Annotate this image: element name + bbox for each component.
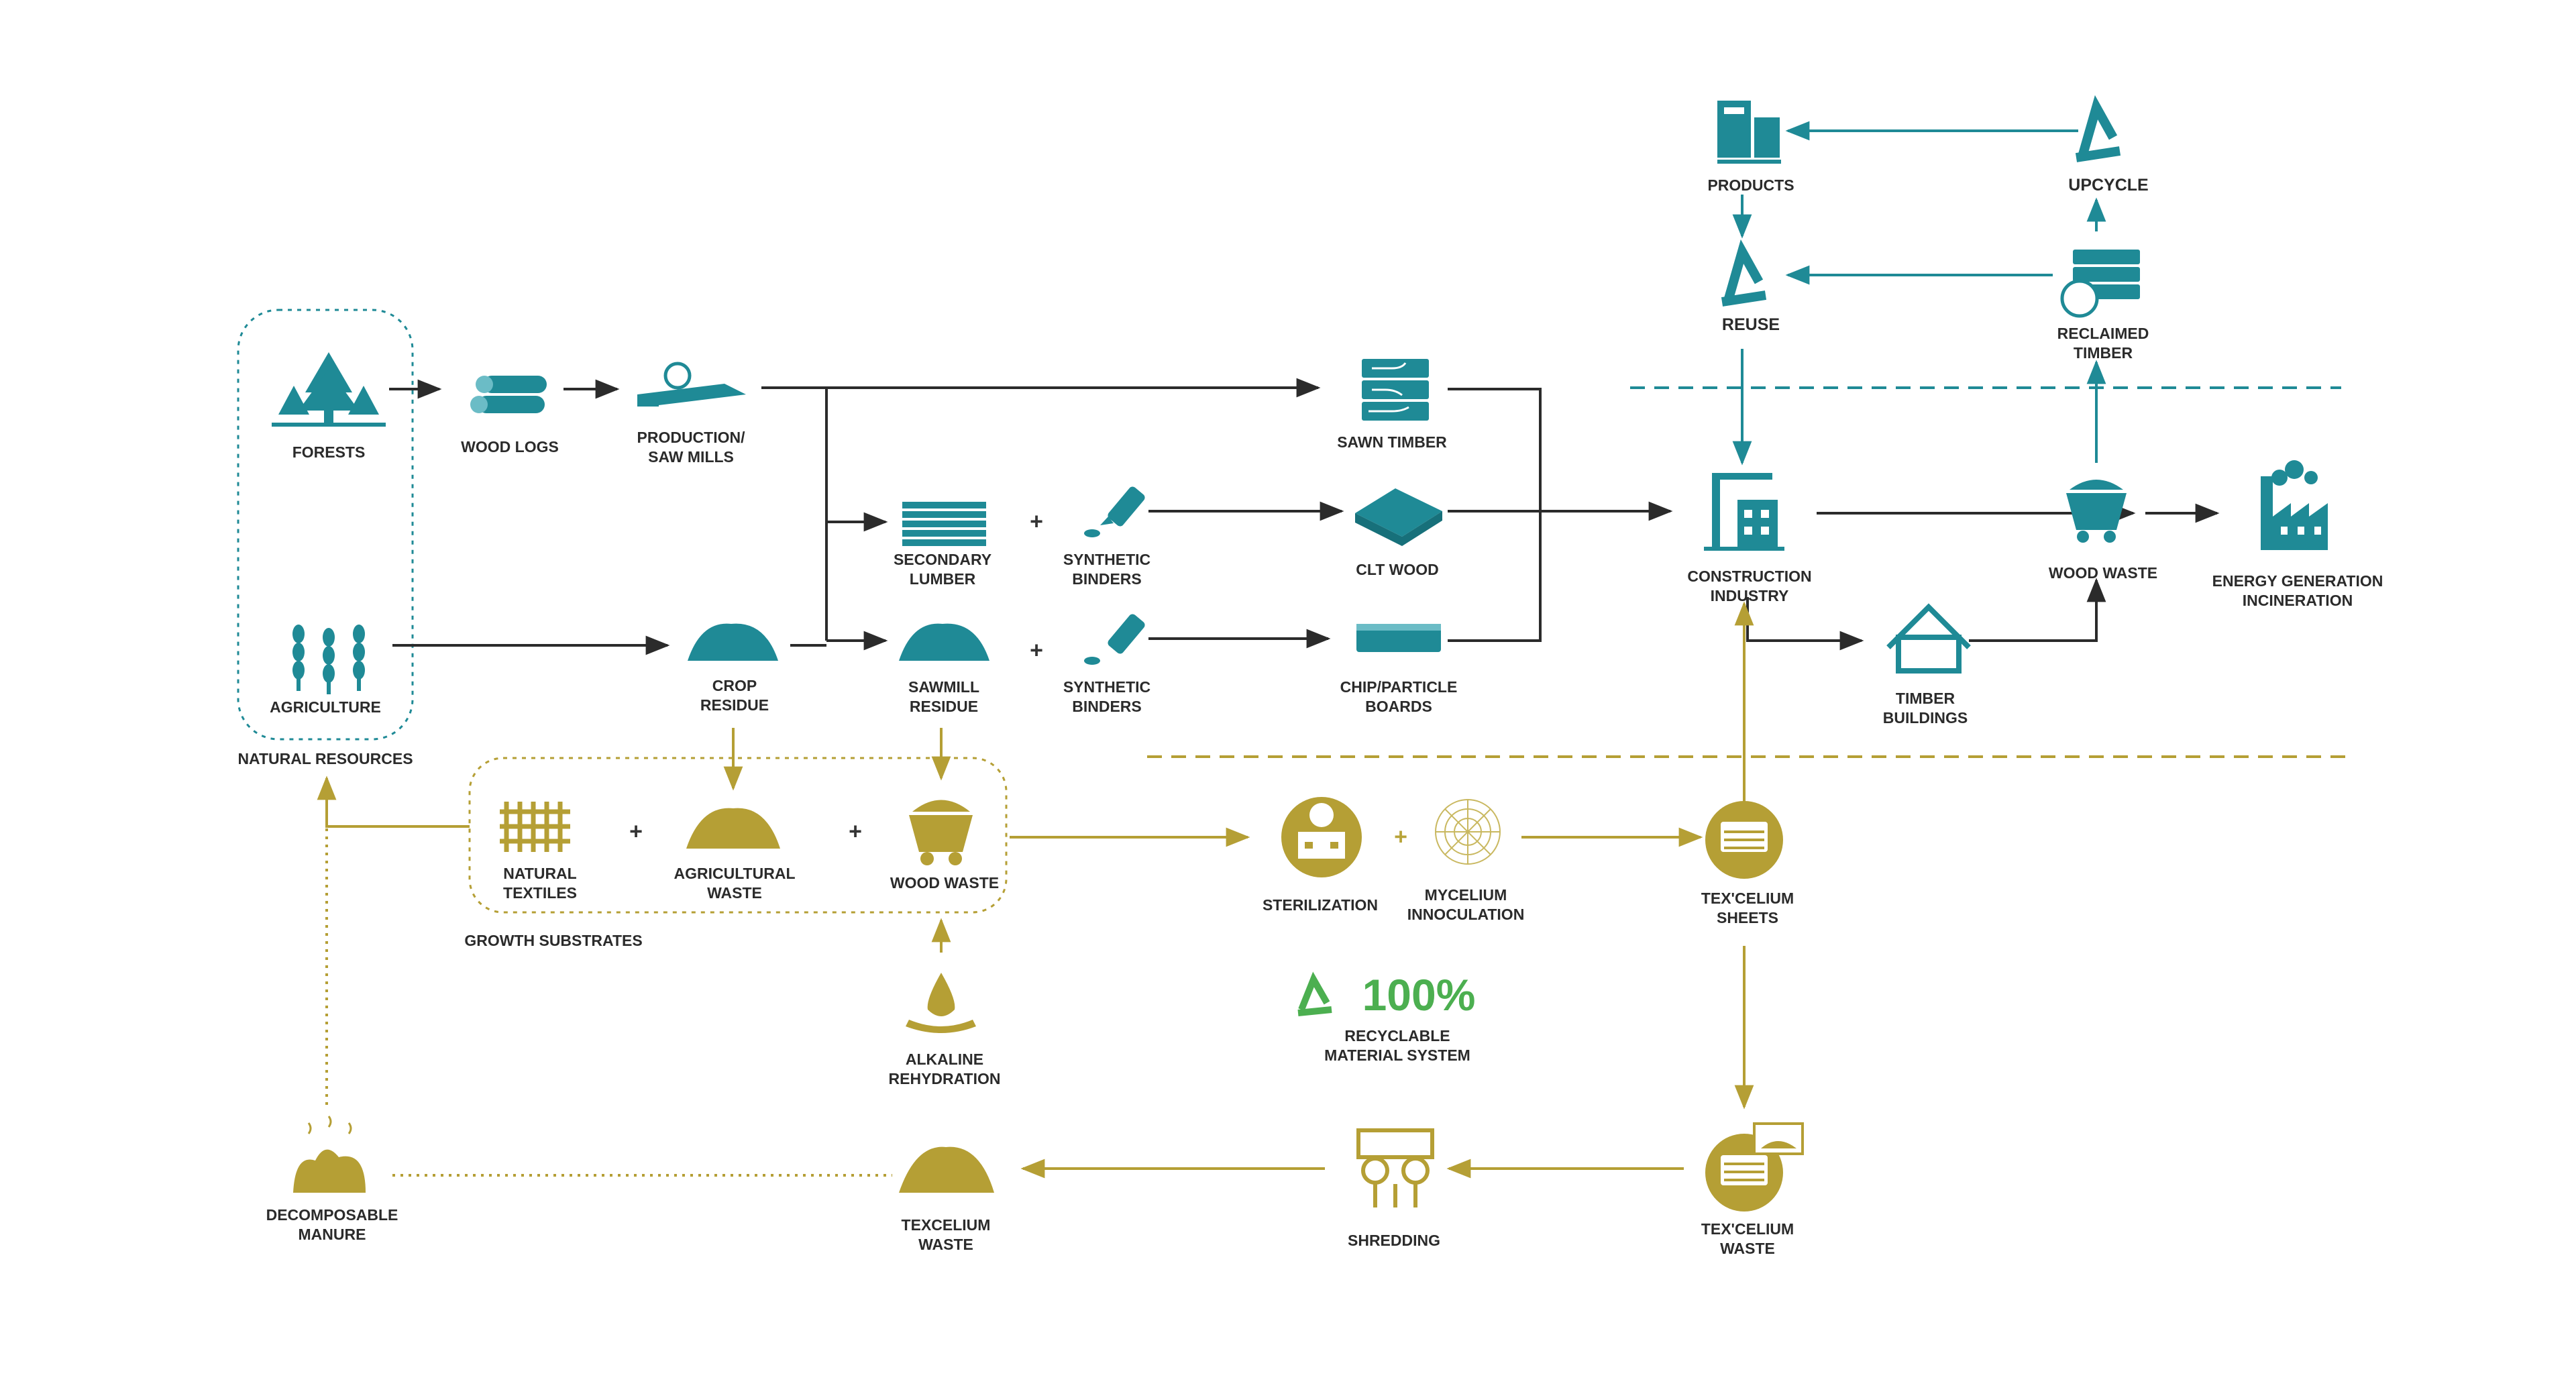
- house-icon: [1886, 603, 1971, 674]
- glue-bottle-icon: [1084, 486, 1145, 537]
- upcycle-icon: [2075, 95, 2121, 162]
- factory-icon: [2261, 460, 2328, 550]
- products-icon: [1717, 101, 1781, 164]
- clt-wood-icon: [1355, 488, 1442, 546]
- texcelium-waste-left-icon: [899, 1146, 994, 1193]
- crane-icon: [1704, 473, 1784, 551]
- agricultural-waste-icon: [686, 808, 780, 849]
- label-natural-textiles: NATURAL TEXTILES: [503, 865, 577, 902]
- sterilization-icon: [1281, 797, 1362, 877]
- glue-bottle-icon-2: [1084, 614, 1145, 665]
- plus-sign: +: [1394, 824, 1407, 850]
- growth-substrates-box: [468, 757, 1008, 914]
- recyclable-percent: 100%: [1362, 970, 1476, 1020]
- label-sawmill-residue: SAWMILL RESIDUE: [908, 678, 980, 715]
- label-shredding: SHREDDING: [1347, 1232, 1441, 1249]
- wood-waste-cart-icon: [2066, 480, 2127, 543]
- reclaimed-timber-icon: [2060, 250, 2140, 318]
- wheat-icon: [292, 625, 365, 694]
- label-reclaimed-timber: RECLAIMED TIMBER: [2057, 325, 2149, 362]
- texcelium-waste-right-icon: [1705, 1122, 1804, 1212]
- label-agricultural-waste: AGRICULTURAL WASTE: [674, 865, 796, 902]
- label-wood-logs: WOOD LOGS: [461, 438, 559, 455]
- chipboard-icon: [1356, 624, 1441, 652]
- texcelium-sheets-icon: [1705, 801, 1783, 879]
- label-decomposable: DECOMPOSABLE MANURE: [266, 1206, 398, 1243]
- tree-icon: [272, 352, 386, 427]
- label-wood-waste-sub: WOOD WASTE: [890, 874, 1000, 892]
- label-agriculture: AGRICULTURE: [270, 698, 381, 716]
- natural-resources-box: [237, 309, 414, 741]
- recycle-icon-green: [1297, 971, 1332, 1016]
- decomposable-manure-icon: [293, 1116, 366, 1193]
- label-upcycle: UPCYCLE: [2068, 176, 2149, 195]
- plus-sign: +: [849, 818, 862, 845]
- label-secondary-lumber: SECONDARY LUMBER: [893, 551, 992, 588]
- label-timber-buildings: TIMBER BUILDINGS: [1882, 690, 1968, 727]
- label-natural-resources: NATURAL RESOURCES: [237, 750, 413, 767]
- crop-residue-icon: [688, 623, 778, 661]
- wood-waste-cart-gold-icon: [909, 800, 973, 865]
- reuse-icon: [1721, 239, 1767, 307]
- secondary-lumber-icon: [902, 502, 986, 546]
- label-recyclable: RECYCLABLE MATERIAL SYSTEM: [1324, 1027, 1470, 1064]
- label-forests: FORESTS: [292, 443, 366, 461]
- label-wood-waste-top: WOOD WASTE: [2048, 564, 2158, 582]
- sawmill-icon: [637, 362, 746, 407]
- label-sawn-timber: SAWN TIMBER: [1337, 433, 1447, 451]
- label-mycelium: MYCELIUM INNOCULATION: [1407, 886, 1525, 923]
- label-construction: CONSTRUCTION INDUSTRY: [1687, 568, 1812, 604]
- recycle-flow-arrows: [1732, 121, 2106, 466]
- alkaline-rehydration-icon: [906, 973, 976, 1033]
- wood-logs-icon: [470, 376, 547, 413]
- plus-sign: +: [1030, 637, 1043, 663]
- sawmill-residue-icon: [899, 623, 989, 661]
- label-chip-boards: CHIP/PARTICLE BOARDS: [1340, 678, 1458, 715]
- label-growth-substrates: GROWTH SUBSTRATES: [464, 932, 643, 949]
- sawn-timber-icon: [1362, 359, 1429, 421]
- label-production: PRODUCTION/ SAW MILLS: [637, 429, 745, 466]
- shredder-icon: [1356, 1128, 1434, 1207]
- label-texcelium-sheets: TEX'CELIUM SHEETS: [1701, 890, 1794, 926]
- mycelium-flow-arrows: [317, 601, 1754, 1179]
- label-sterilization: STERILIZATION: [1262, 896, 1379, 914]
- label-energy: ENERGY GENERATION INCINERATION: [2212, 572, 2383, 609]
- label-crop-residue: CROP RESIDUE: [700, 677, 769, 714]
- label-synthetic-binders-2: SYNTHETIC BINDERS: [1063, 678, 1151, 715]
- plus-sign: +: [1030, 508, 1043, 535]
- label-texcelium-waste-left: TEXCELIUM WASTE: [901, 1216, 991, 1253]
- natural-textiles-icon: [500, 802, 570, 852]
- label-texcelium-waste-right: TEX'CELIUM WASTE: [1701, 1220, 1794, 1257]
- label-alkaline: ALKALINE REHYDRATION: [888, 1051, 1001, 1087]
- label-reuse: REUSE: [1721, 315, 1780, 334]
- label-synthetic-binders-1: SYNTHETIC BINDERS: [1063, 551, 1151, 588]
- wood-flow-arrows: [389, 378, 2220, 655]
- mycelium-icon: [1435, 799, 1501, 865]
- label-products: PRODUCTS: [1707, 176, 1794, 194]
- plus-sign: +: [629, 818, 643, 845]
- label-clt-wood: CLT WOOD: [1356, 561, 1439, 578]
